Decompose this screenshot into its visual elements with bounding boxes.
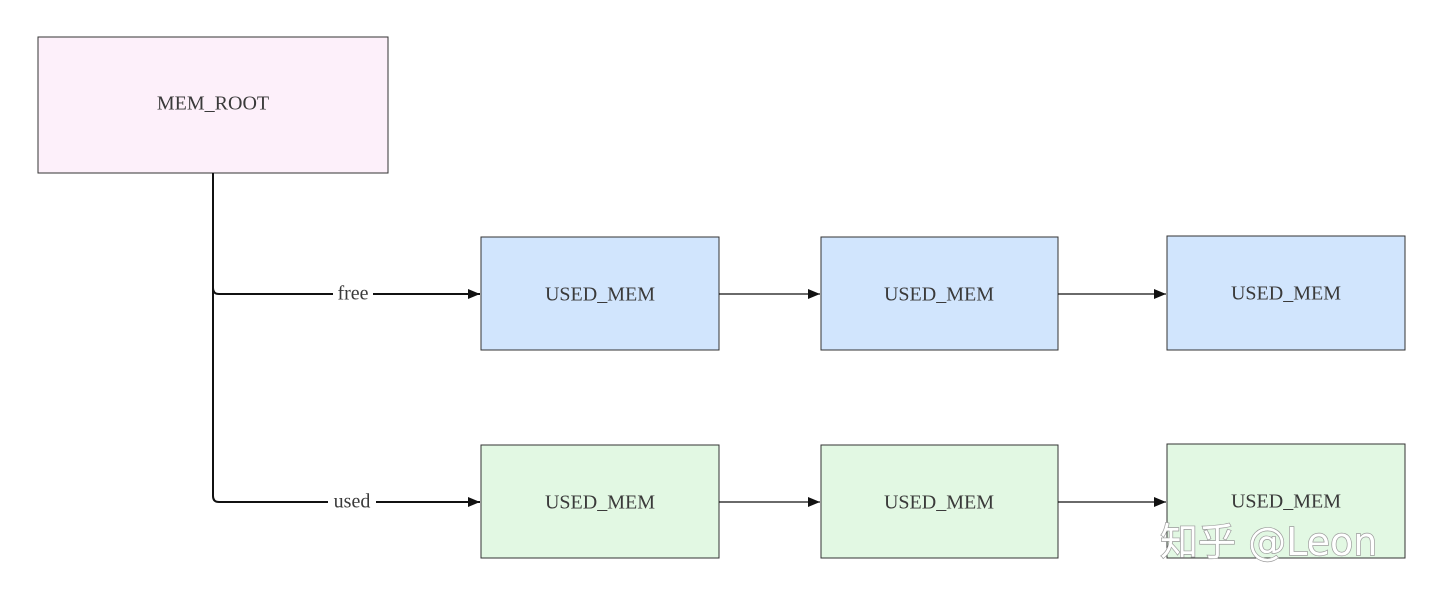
free-edge [212,173,480,299]
used-node: USED_MEM [1166,443,1406,559]
watermark: 知乎 @Leon [1160,520,1377,564]
free-node-label: USED_MEM [884,284,994,306]
used-node-box [1166,443,1406,559]
root-node-label: MEM_ROOT [157,93,269,115]
used-node-label: USED_MEM [884,492,994,514]
free-node-box [820,236,1059,351]
free-list: USED_MEM USED_MEM USED_MEM [480,235,1406,351]
free-node-label: USED_MEM [545,284,655,306]
used-edge [212,173,480,507]
root-node-box [37,36,389,174]
free-node: USED_MEM [1166,235,1406,351]
free-node: USED_MEM [820,236,1059,351]
root-edges: free used [212,173,480,514]
used-list: USED_MEM USED_MEM USED_MEM [480,443,1406,559]
free-node-box [1166,235,1406,351]
used-node: USED_MEM [480,444,720,559]
used-node: USED_MEM [820,444,1059,559]
free-edge-label: free [337,283,368,305]
free-node: USED_MEM [480,236,720,351]
free-edge-label-bg [333,282,373,306]
used-edge-label-bg [328,490,376,514]
used-edge-label: used [334,491,371,513]
used-node-label: USED_MEM [545,492,655,514]
root-node: MEM_ROOT [37,36,389,174]
used-node-label: USED_MEM [1231,491,1341,513]
free-node-label: USED_MEM [1231,283,1341,305]
used-node-box [820,444,1059,559]
